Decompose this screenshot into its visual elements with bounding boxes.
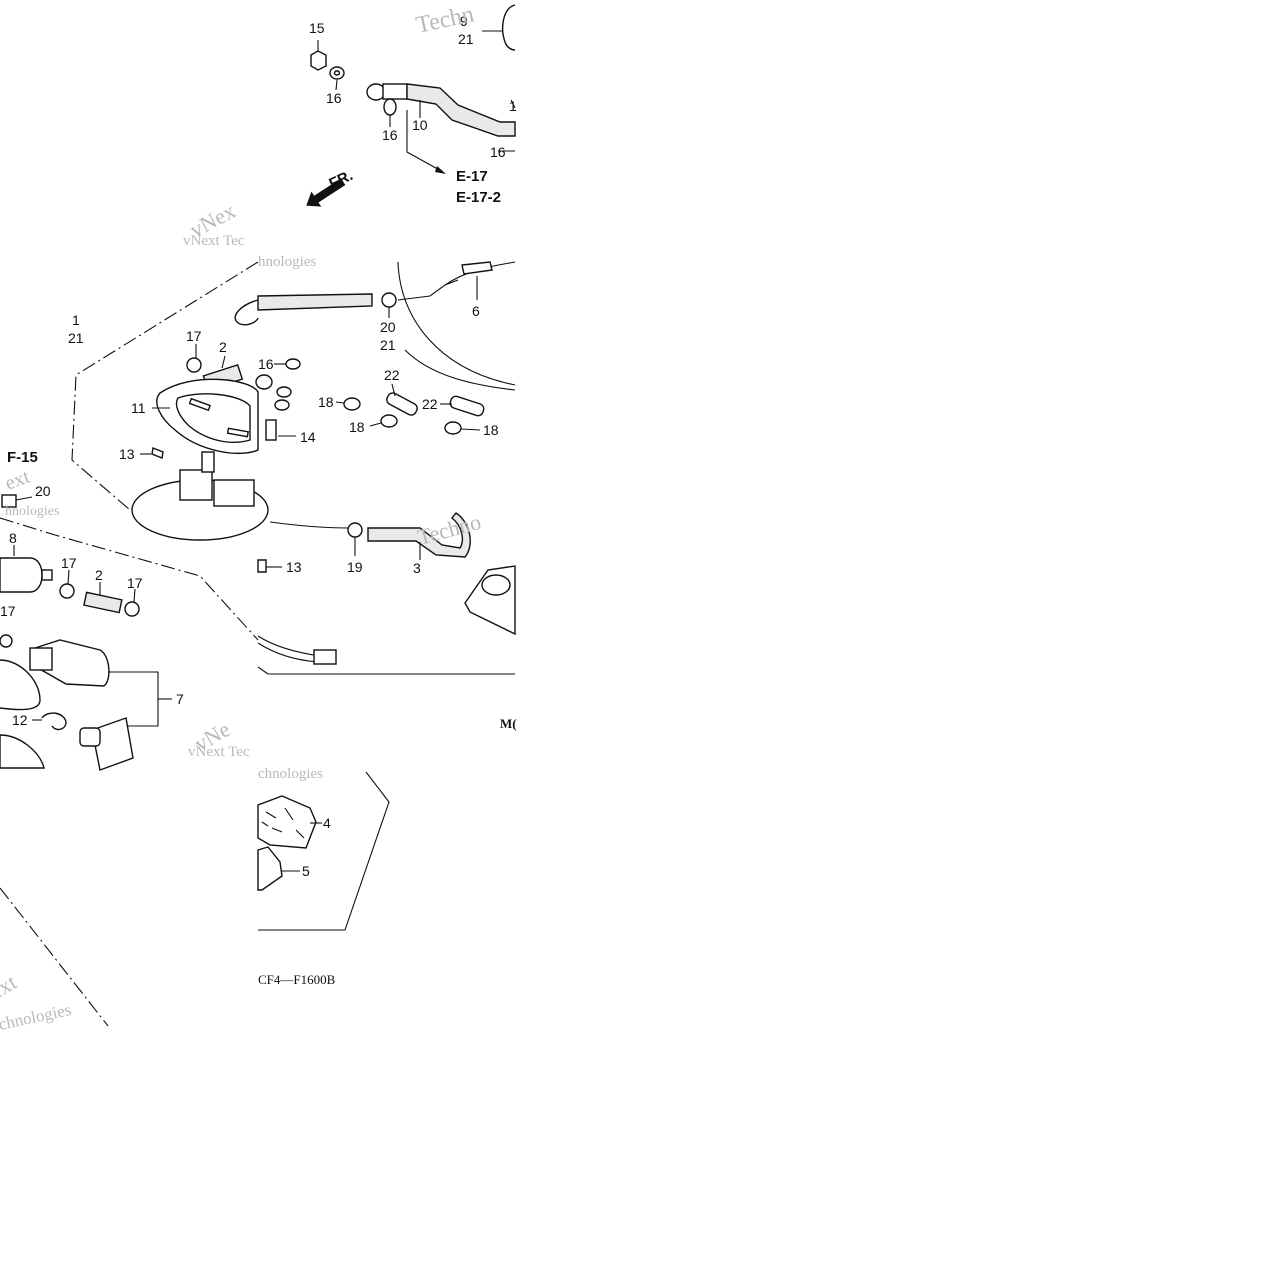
grommet-18 — [380, 414, 398, 428]
grommet-18 — [343, 397, 361, 411]
drawing-code: CF4—F1600B — [258, 972, 336, 987]
filter-sponge-4 — [257, 795, 317, 849]
callout-17: 17 — [127, 575, 143, 591]
callout-12: 12 — [12, 712, 28, 728]
watermark: ext — [2, 466, 33, 495]
callout-4: 4 — [323, 815, 331, 831]
callout-22: 22 — [422, 396, 438, 412]
callout-21: 21 — [458, 31, 474, 47]
watermark: ext — [0, 969, 21, 1004]
watermark: hnologies — [258, 254, 316, 270]
callout-21: 21 — [380, 337, 396, 353]
hose-drain — [257, 293, 373, 311]
callout-2: 2 — [95, 567, 103, 583]
callout-14: 14 — [300, 429, 316, 445]
callout-17: 17 — [61, 555, 77, 571]
reference-e17-2: E-17-2 — [456, 189, 501, 206]
callout-5: 5 — [302, 863, 310, 879]
hose-clip — [381, 292, 397, 308]
diagram-tile-middle-right: 20 21 6 16 22 18 22 18 18 14 hnologies — [234, 254, 516, 445]
reference-e17: E-17 — [456, 168, 488, 185]
clip-12 — [41, 712, 67, 731]
diagram-tile-bottom-left: ext chnologies — [0, 887, 109, 1034]
hose-clip — [186, 357, 202, 373]
callout-16: 16 — [326, 90, 342, 106]
bolt-13 — [151, 447, 164, 459]
diagram-tile-bottom-middle: 4 5 CF4—F1600B chnologies — [257, 766, 390, 987]
fuel-hose-10 — [406, 83, 516, 137]
fuel-tank-outline — [234, 299, 259, 326]
callout-20: 20 — [380, 319, 396, 335]
fuel-pump-7 — [34, 639, 110, 687]
callout-15: 15 — [309, 20, 325, 36]
watermark: hnologies — [5, 504, 59, 519]
drawing-code-partial: M( — [500, 716, 517, 731]
callout-19: 19 — [347, 559, 363, 575]
diagram-tile-middle-left: 1 21 17 2 11 13 F-15 20 vNext Tec vNex e… — [1, 198, 269, 541]
fuel-filter-8 — [0, 557, 43, 593]
bolt-14 — [265, 419, 277, 441]
watermark: vNext Tec — [188, 744, 250, 760]
bolt-13 — [257, 559, 267, 573]
callout-3: 3 — [413, 560, 421, 576]
callout-1: 1 — [72, 312, 80, 328]
callout-7: 7 — [176, 691, 184, 707]
watermark: vNext Tec — [183, 233, 245, 249]
stay-22 — [386, 392, 418, 416]
clip-20 — [1, 494, 17, 508]
hose-clip — [124, 601, 140, 617]
hose-clip — [59, 583, 75, 599]
front-direction-arrow — [306, 178, 346, 207]
callout-16: 16 — [490, 144, 506, 160]
pump-strainer — [91, 717, 134, 771]
callout-9: 9 — [460, 13, 468, 29]
callout-17: 17 — [186, 328, 202, 344]
callout-17: 17 — [0, 603, 16, 619]
callout-16: 16 — [382, 127, 398, 143]
callout-13: 13 — [119, 446, 135, 462]
diagram-tile-top: 15 9 21 16 10 16 16 1 E-17 E-17-2 FR. Te… — [306, 1, 517, 207]
callout-6: 6 — [472, 303, 480, 319]
hose-2 — [83, 591, 123, 614]
grommet-18 — [444, 421, 462, 435]
diagram-tile-lower-right: 13 19 3 M( Techno — [257, 509, 517, 731]
watermark: chnologies — [258, 766, 323, 782]
callout-18: 18 — [349, 419, 365, 435]
callout-13: 13 — [286, 559, 302, 575]
callout-partial: 1 — [509, 98, 517, 114]
callout-18: 18 — [483, 422, 499, 438]
stay-22 — [449, 395, 485, 417]
hose-clip-19 — [347, 522, 363, 538]
callout-20: 20 — [35, 483, 51, 499]
hose-3 — [367, 512, 471, 558]
reference-f15: F-15 — [7, 449, 38, 466]
callout-18: 18 — [318, 394, 334, 410]
banjo-fitting — [366, 83, 386, 101]
callout-10: 10 — [412, 117, 428, 133]
front-label: FR. — [327, 167, 356, 193]
callout-11: 11 — [131, 400, 146, 416]
callout-16: 16 — [258, 356, 274, 372]
diagram-tile-lower-left: 8 17 2 17 17 7 12 vNext Tec vNe — [0, 517, 259, 771]
callout-8: 8 — [9, 530, 17, 546]
callout-2: 2 — [219, 339, 227, 355]
callout-21: 21 — [68, 330, 84, 346]
callout-22: 22 — [384, 367, 400, 383]
seat-5 — [257, 846, 283, 891]
connector — [313, 649, 337, 665]
watermark: Techno — [415, 509, 484, 550]
nut-part — [310, 50, 327, 71]
watermark: chnologies — [0, 1000, 73, 1034]
